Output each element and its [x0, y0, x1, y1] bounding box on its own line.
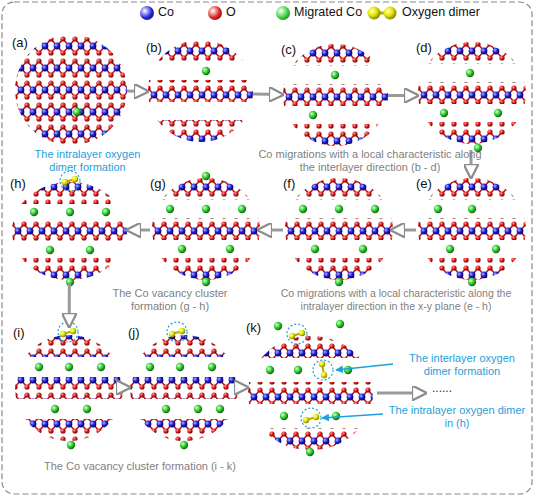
annotation-text: The Co vacancy cluster formation (i - k): [30, 460, 250, 473]
panel-label: (k): [246, 320, 261, 335]
structure-panel: (a): [12, 35, 127, 145]
callout-leader: [322, 414, 383, 418]
crystal-panel: [148, 40, 253, 142]
flow-arrow: [253, 92, 281, 96]
flow-arrow: [125, 386, 128, 389]
crystal-panel: [15, 35, 127, 145]
structure-panel: (b): [146, 40, 253, 145]
annotation-text: The interlayer oxygen dimer formation: [396, 352, 528, 378]
structure-panel: (i): [13, 325, 125, 450]
panel-label: (a): [12, 35, 28, 50]
crystal-panel: [283, 44, 388, 146]
legend-text: Migrated Co: [294, 5, 362, 19]
annotation-text: ......: [432, 381, 492, 395]
legend-swatch: [208, 6, 222, 20]
structure-panel: (d): [416, 40, 526, 150]
legend-text: Oxygen dimer: [402, 5, 480, 19]
panel-label: (h): [10, 176, 26, 191]
panel-label: (d): [416, 40, 432, 55]
annotation-text: The intralayer oxygen dimer formation: [30, 148, 145, 174]
crystal-panel: [418, 42, 526, 152]
legend-swatch: [140, 6, 154, 20]
crystal-panel: [152, 172, 260, 286]
structure-panel: (f): [283, 176, 393, 284]
flow-arrow: [68, 284, 71, 325]
crystal-panel: [130, 322, 238, 449]
annotation-text: The Co vacancy cluster formation (g - h): [95, 287, 245, 313]
annotation-text: Co migrations with a local characteristi…: [262, 287, 530, 312]
panel-label: (b): [146, 40, 162, 55]
panel-label: (g): [150, 176, 166, 191]
panel-label: (i): [13, 325, 25, 340]
flow-arrow: [388, 94, 416, 97]
crystal-panel: [418, 178, 526, 286]
panel-label: (c): [281, 42, 296, 57]
crystal-panel: [285, 178, 393, 286]
crystal-panel: [12, 171, 127, 286]
panel-label: (j): [128, 325, 140, 340]
panel-label: (f): [283, 176, 295, 191]
structure-panel: (j): [128, 325, 240, 450]
crystal-panel: [248, 320, 373, 456]
continuation-arrow: [377, 392, 424, 395]
structure-panel: (c): [281, 42, 388, 150]
flow-arrow: [127, 90, 146, 93]
flow-arrow: [240, 386, 246, 389]
crystal-panel: [15, 322, 123, 449]
flow-arrow: [129, 229, 150, 232]
legend-text: O: [226, 5, 236, 19]
structure-panel: (g): [150, 176, 260, 284]
callout-leader: [336, 364, 393, 370]
structure-panel: (h): [10, 176, 129, 284]
structure-panel: (e): [416, 176, 526, 284]
annotation-text: Co migrations with a local characteristi…: [250, 148, 490, 174]
dimer-symbol: [366, 5, 398, 21]
structure-panel: (k): [246, 320, 375, 455]
flow-arrow: [393, 229, 416, 232]
panel-label: (e): [416, 176, 432, 191]
annotation-text: The intralayer oxygen dimer in (h): [386, 404, 528, 430]
flow-arrow: [260, 229, 283, 232]
legend-text: Co: [158, 5, 174, 19]
legend-swatch: [276, 6, 290, 20]
